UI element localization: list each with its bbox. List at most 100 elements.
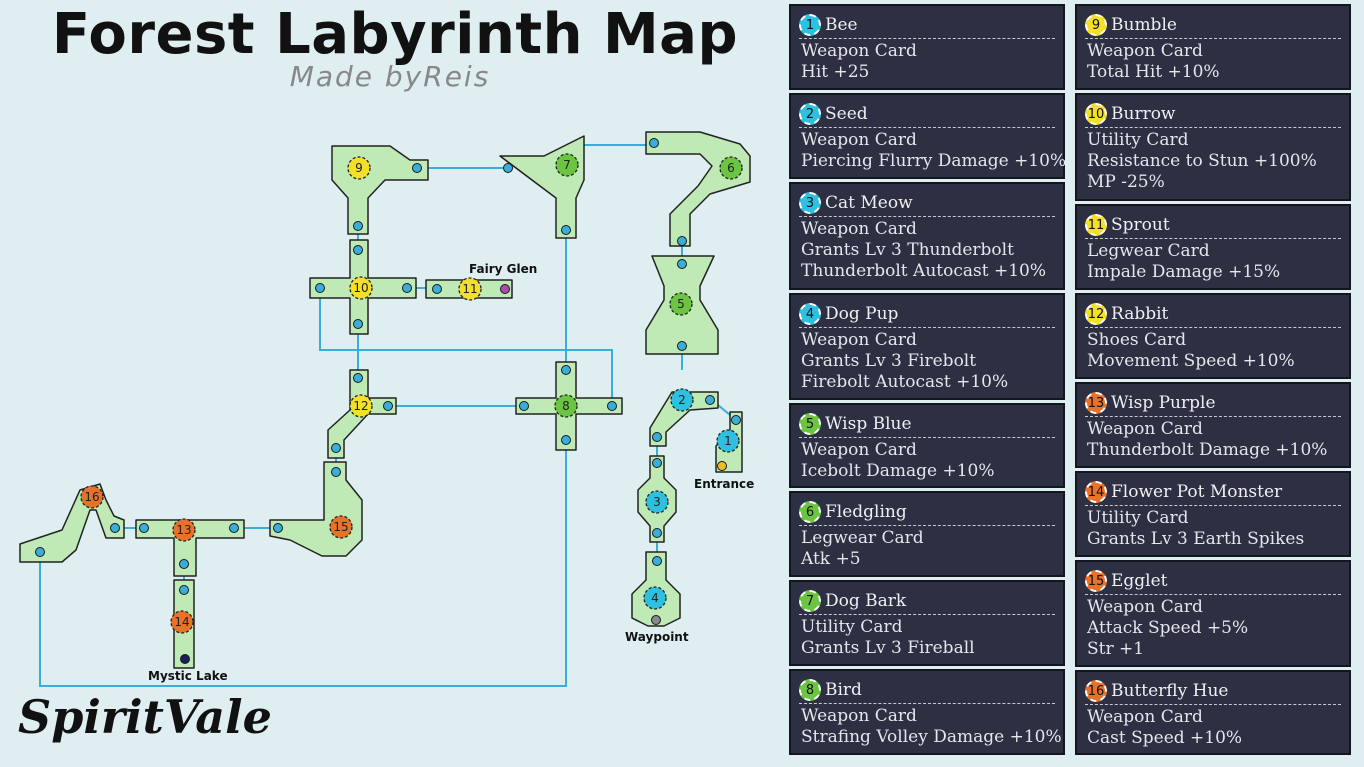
- door-dot: [331, 467, 341, 477]
- card-badge: 4: [799, 303, 821, 325]
- card-fledgling: 6 Fledgling Legwear Card Atk +5: [789, 491, 1065, 577]
- marker-3: [645, 490, 669, 514]
- door-dot: [412, 163, 422, 173]
- card-dog-bark: 7 Dog Bark Utility Card Grants Lv 3 Fire…: [789, 580, 1065, 666]
- label-fairy-glen: Fairy Glen: [469, 262, 537, 276]
- door-dot: [677, 259, 687, 269]
- card-body: Weapon Card Thunderbolt Damage +10%: [1077, 417, 1349, 461]
- marker-number: 3: [653, 495, 661, 509]
- card-header: 16 Butterfly Hue: [1085, 678, 1341, 705]
- card-line: Impale Damage +15%: [1087, 262, 1281, 282]
- card-body: Weapon Card Grants Lv 3 Firebolt Firebol…: [791, 328, 1063, 393]
- card-header: 4 Dog Pup: [799, 301, 1055, 328]
- card-butterfly-hue: 16 Butterfly Hue Weapon Card Cast Speed …: [1075, 670, 1351, 755]
- door-dot: [432, 284, 442, 294]
- marker-number: 4: [651, 591, 659, 605]
- card-badge: 14: [1085, 481, 1107, 503]
- marker-2: [670, 388, 694, 412]
- page-subtitle: Made byReis: [289, 60, 491, 93]
- room-6: [645, 131, 751, 247]
- door-dot: [561, 435, 571, 445]
- door-dot: [649, 138, 659, 148]
- card-header: 6 Fledgling: [799, 499, 1055, 526]
- card-badge: 7: [799, 590, 821, 612]
- card-body: Weapon Card Hit +25: [791, 39, 1063, 83]
- door-dot: [353, 373, 363, 383]
- card-header: 14 Flower Pot Monster: [1085, 479, 1341, 506]
- card-bumble: 9 Bumble Weapon Card Total Hit +10%: [1075, 4, 1351, 90]
- card-line: Weapon Card: [801, 330, 917, 350]
- fairy-glen-point: [500, 284, 510, 294]
- marker-number: 9: [355, 161, 363, 175]
- card-line: Atk +5: [801, 549, 861, 569]
- card-name: Egglet: [1111, 571, 1168, 591]
- card-body: Utility Card Grants Lv 3 Fireball: [791, 615, 1063, 659]
- card-badge: 13: [1085, 392, 1107, 414]
- card-line: Weapon Card: [801, 130, 917, 150]
- card-line: Piercing Flurry Damage +10%: [801, 151, 1067, 171]
- card-name: Burrow: [1111, 104, 1176, 124]
- door-dot: [139, 523, 149, 533]
- door-dot: [315, 283, 325, 293]
- marker-number: 12: [353, 399, 368, 413]
- card-name: Butterfly Hue: [1111, 681, 1229, 701]
- door-dot: [561, 365, 571, 375]
- marker-5: [669, 292, 693, 316]
- door-dot: [652, 458, 662, 468]
- card-line: Weapon Card: [1087, 419, 1203, 439]
- card-body: Weapon Card Total Hit +10%: [1077, 39, 1349, 83]
- label-entrance: Entrance: [694, 477, 754, 491]
- card-line: Utility Card: [1087, 508, 1189, 528]
- card-header: 8 Bird: [799, 677, 1055, 704]
- room-7: [499, 135, 585, 239]
- connector: [319, 288, 613, 405]
- card-header: 10 Burrow: [1085, 101, 1341, 128]
- card-badge: 15: [1085, 570, 1107, 592]
- card-badge: 10: [1085, 103, 1107, 125]
- page-title: Forest Labyrinth Map: [51, 2, 739, 67]
- marker-number: 13: [176, 523, 191, 537]
- marker-1: [716, 429, 740, 453]
- label-mystic-lake: Mystic Lake: [148, 669, 228, 683]
- card-cat-meow: 3 Cat Meow Weapon Card Grants Lv 3 Thund…: [789, 182, 1065, 290]
- card-line: Legwear Card: [801, 528, 924, 548]
- card-name: Seed: [825, 104, 868, 124]
- card-wisp-blue: 5 Wisp Blue Weapon Card Icebolt Damage +…: [789, 403, 1065, 488]
- card-body: Weapon Card Attack Speed +5% Str +1: [1077, 595, 1349, 660]
- card-bee: 1 Bee Weapon Card Hit +25: [789, 4, 1065, 90]
- card-name: Dog Pup: [825, 304, 899, 324]
- card-body: Weapon Card Grants Lv 3 Thunderbolt Thun…: [791, 217, 1063, 282]
- card-header: 9 Bumble: [1085, 12, 1341, 39]
- card-line: Weapon Card: [1087, 597, 1203, 617]
- markers: [80, 153, 743, 634]
- card-line: Weapon Card: [801, 440, 917, 460]
- marker-number: 8: [562, 399, 570, 413]
- marker-number: 2: [678, 393, 686, 407]
- card-line: Legwear Card: [1087, 241, 1210, 261]
- card-badge: 2: [799, 103, 821, 125]
- card-name: Dog Bark: [825, 591, 907, 611]
- card-line: Icebolt Damage +10%: [801, 461, 995, 481]
- room-2: [649, 391, 719, 447]
- card-body: Weapon Card Strafing Volley Damage +10%: [791, 704, 1063, 748]
- card-body: Weapon Card Cast Speed +10%: [1077, 705, 1349, 749]
- card-header: 7 Dog Bark: [799, 588, 1055, 615]
- card-badge: 3: [799, 192, 821, 214]
- door-dot: [383, 401, 393, 411]
- card-line: Weapon Card: [801, 706, 917, 726]
- card-line: Grants Lv 3 Firebolt: [801, 351, 977, 371]
- door-dot: [179, 559, 189, 569]
- card-bird: 8 Bird Weapon Card Strafing Volley Damag…: [789, 669, 1065, 755]
- door-dot: [35, 547, 45, 557]
- door-dot: [652, 556, 662, 566]
- card-line: Utility Card: [1087, 130, 1189, 150]
- marker-13: [172, 518, 196, 542]
- card-body: Shoes Card Movement Speed +10%: [1077, 328, 1349, 372]
- door-dot: [705, 395, 715, 405]
- entrance-point: [717, 461, 727, 471]
- card-name: Bird: [825, 680, 862, 700]
- card-body: Legwear Card Atk +5: [791, 526, 1063, 570]
- door-dot: [607, 401, 617, 411]
- card-body: Utility Card Grants Lv 3 Earth Spikes: [1077, 506, 1349, 550]
- card-line: Weapon Card: [801, 41, 917, 61]
